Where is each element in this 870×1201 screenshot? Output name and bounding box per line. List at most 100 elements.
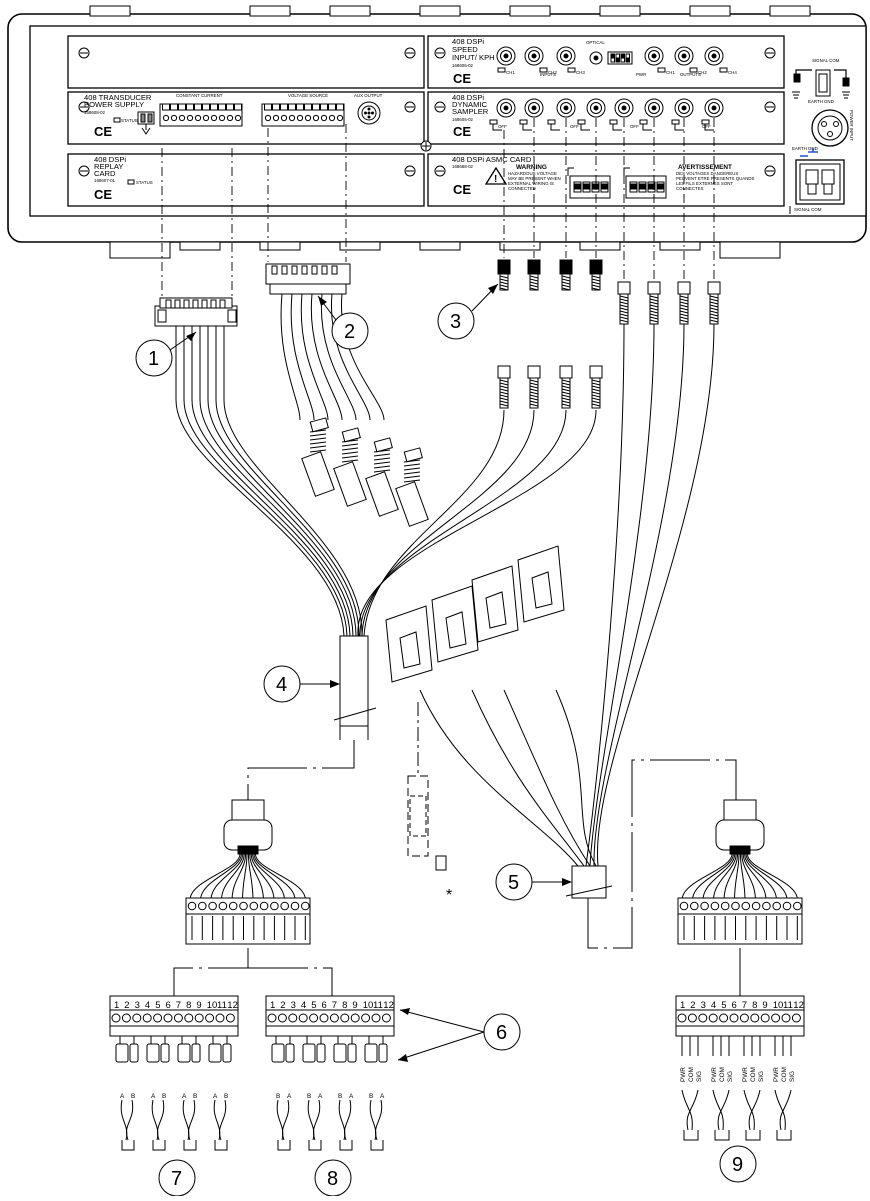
wire-label-b: B: [162, 1093, 166, 1100]
terminal-screw: [729, 1013, 739, 1023]
callout-4-label: 4: [276, 674, 287, 696]
plug-2: [265, 263, 351, 295]
fanout-connector-right: [677, 799, 803, 945]
twisted-pair: [712, 1089, 724, 1131]
terminal-screw: [719, 1013, 729, 1023]
terminal-number: 3: [135, 1000, 140, 1011]
wire-label: PWR: [680, 1067, 687, 1082]
terminal-screw: [218, 114, 226, 122]
terminal-screw: [205, 1013, 215, 1023]
cable-wire: [280, 293, 301, 421]
channel-led: [497, 67, 506, 73]
replay-ce: CE: [94, 187, 112, 202]
cable-wire: [199, 326, 354, 637]
terminal-number: 10: [207, 1000, 218, 1011]
wire-label-a: A: [287, 1093, 292, 1100]
asmc-ce: CE: [453, 182, 471, 197]
callout-5: 5: [495, 863, 572, 901]
fanout-wire: [247, 853, 254, 901]
speed-card-ce: CE: [453, 71, 471, 86]
terminal-screw: [708, 1013, 718, 1023]
speed-card-line3: INPUT/ KPH: [452, 53, 495, 62]
terminal-screw: [690, 901, 699, 911]
card-dynamic-sampler: 408 DSPi DYNAMIC SAMPLER 168605-02 CE OF…: [427, 91, 785, 145]
bnc-plug: [527, 259, 541, 275]
terminal-number: 1: [270, 1000, 275, 1011]
card-asmc: 408 DSPi ASMC CARD 168688-02 CE ! WARNIN…: [427, 153, 785, 207]
terminal-screw: [270, 901, 279, 911]
wire-label: PWR: [773, 1067, 780, 1082]
sleeve-4: [333, 635, 377, 740]
callout-7: 7: [158, 1159, 196, 1197]
dynamic-ce: CE: [453, 124, 471, 139]
terminal-number: 10: [363, 1000, 374, 1011]
terminal-screw: [677, 1013, 687, 1023]
plug-pin: [165, 299, 172, 309]
callout-2-label: 2: [344, 321, 355, 343]
twisted-pair: [182, 1099, 190, 1141]
terminal-number: 1: [680, 1000, 685, 1011]
wire-label: SIG: [758, 1071, 765, 1082]
chassis-bottom-tab: [179, 241, 221, 251]
cable-wire: [363, 409, 505, 637]
terminal-number: 2: [280, 1000, 285, 1011]
channel-label: CH4: [728, 70, 737, 75]
callout-4: 4: [263, 665, 340, 703]
terminal-screw: [700, 901, 709, 911]
ferrule: [177, 1043, 191, 1063]
cable-wire: [330, 293, 371, 421]
chassis-top-tab: [599, 5, 641, 17]
plug-pin: [281, 265, 288, 275]
transducer-part: 168608-02: [84, 110, 106, 115]
off-label: OFF: [702, 124, 711, 129]
transducer-line1: 408 TRANSDUCER: [84, 93, 152, 102]
terminal-screw: [782, 901, 792, 911]
twisted-pair: [307, 1099, 315, 1141]
terminal-screw: [121, 1013, 131, 1023]
terminal-screw: [210, 114, 218, 122]
terminal-screw: [234, 114, 242, 122]
chassis-top-tab: [509, 5, 551, 17]
twisted-pair: [743, 1089, 755, 1131]
terminal-screw: [163, 1013, 173, 1023]
dynamic-part: 168605-02: [452, 117, 474, 122]
wire-label: COM: [719, 1067, 726, 1082]
wire-label-a: A: [349, 1093, 354, 1100]
terminal-screw: [280, 114, 288, 122]
fanout-connector-left: [185, 799, 311, 945]
terminal-screw: [679, 901, 689, 911]
terminal-number: 1: [114, 1000, 119, 1011]
fanout-wire: [745, 853, 788, 901]
crimp-plug: [497, 365, 511, 379]
chassis-top-tab: [89, 5, 131, 17]
terminal-number: 3: [701, 1000, 706, 1011]
power-panel: SIGNAL COM EARTH GND POWER INPUT EARTH G…: [789, 58, 854, 214]
terminal-screw: [760, 1013, 770, 1023]
asmc-warning-4: CONNECTED: [508, 186, 536, 191]
chassis-bottom-tab: [659, 241, 701, 251]
terminal-screw: [319, 1013, 329, 1023]
terminal-screw: [202, 114, 210, 122]
replay-line3: CARD: [94, 169, 116, 178]
callout-3-label: 3: [450, 311, 461, 333]
terminal-screw: [739, 1013, 749, 1023]
twisted-pair: [276, 1099, 284, 1141]
card-blank-top: [67, 35, 425, 89]
plug-pin: [321, 265, 328, 275]
cable-boot: [301, 451, 335, 497]
fanout-wire: [200, 853, 242, 901]
terminal-screw: [290, 901, 300, 911]
channel-label: CH1: [506, 70, 515, 75]
wire-label-b: B: [131, 1093, 135, 1100]
terminal-screw: [772, 901, 782, 911]
plug-pin: [201, 299, 208, 309]
terminal-number: 8: [186, 1000, 191, 1011]
terminal-screw: [173, 1013, 183, 1023]
dynamic-line3: SAMPLER: [452, 107, 489, 116]
terminal-screw: [194, 114, 202, 122]
terminal-screw: [280, 901, 290, 911]
replay-line2: REPLAY: [94, 162, 123, 171]
channel-label: CH2: [548, 70, 557, 75]
bnc-plug: [559, 259, 573, 275]
speed-card-line1: 408 DSPi: [452, 37, 484, 46]
